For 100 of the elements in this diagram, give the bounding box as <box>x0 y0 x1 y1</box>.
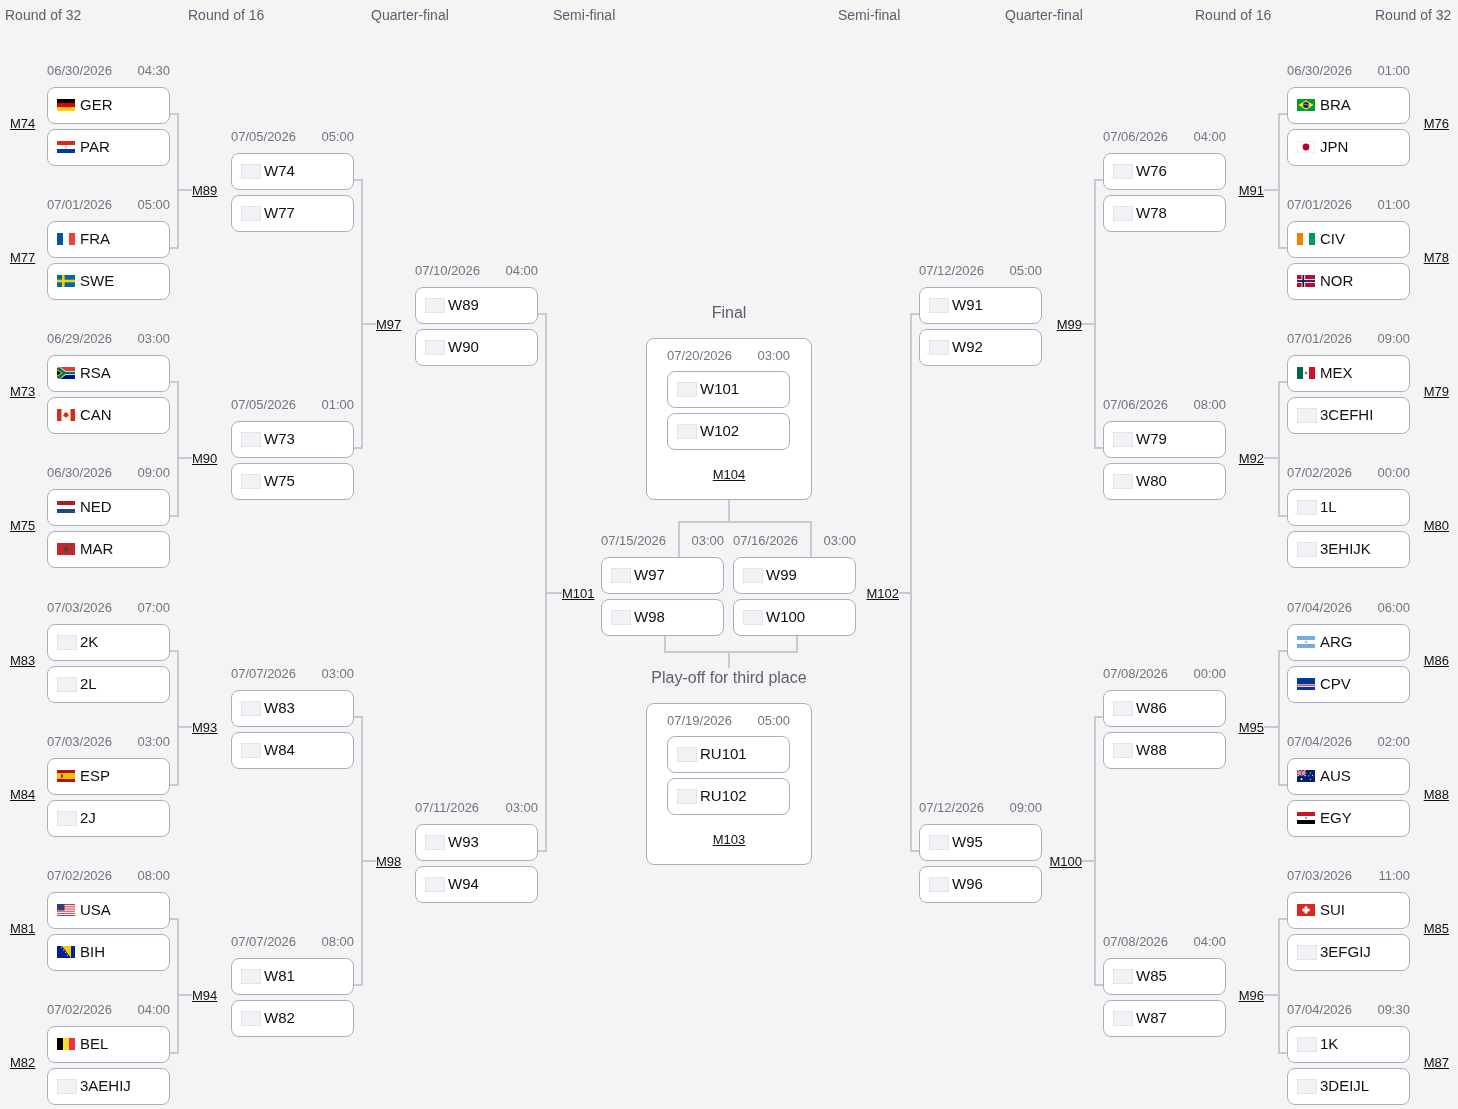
bracket-line <box>728 499 812 558</box>
match-link: M76 <box>1423 115 1449 131</box>
team-slot <box>231 421 354 458</box>
team-label: EGY <box>1320 809 1352 827</box>
team-label: W101 <box>700 380 740 398</box>
match-date: 06/29/2026 <box>47 331 113 347</box>
kickoff-time: 05:00 <box>757 713 790 729</box>
round-heading: Quarter-final <box>1005 6 1083 24</box>
team-slot <box>231 690 354 727</box>
team-label: W90 <box>448 338 479 356</box>
team-label: FRA <box>80 230 110 248</box>
bracket-line <box>1263 457 1288 517</box>
bracket-line <box>169 457 193 517</box>
team-slot <box>667 736 790 773</box>
team-label: RU101 <box>700 745 747 763</box>
team-slot <box>47 221 170 258</box>
match-date: 07/04/2026 <box>1287 1002 1353 1018</box>
team-slot <box>601 599 724 636</box>
team-label: RSA <box>80 364 111 382</box>
kickoff-time: 03:00 <box>691 533 724 549</box>
team-slot <box>1287 624 1410 661</box>
kickoff-time: 08:00 <box>137 868 170 884</box>
team-slot <box>47 263 170 300</box>
team-slot <box>601 557 724 594</box>
match-date: 07/03/2026 <box>1287 868 1353 884</box>
team-slot <box>1103 463 1226 500</box>
team-slot <box>1287 489 1410 526</box>
team-slot <box>667 778 790 815</box>
team-slot <box>47 758 170 795</box>
team-label: W93 <box>448 833 479 851</box>
match-date: 07/03/2026 <box>47 600 113 616</box>
kickoff-time: 05:00 <box>321 129 354 145</box>
match-link: M89 <box>192 182 218 198</box>
kickoff-time: 06:00 <box>1377 600 1410 616</box>
team-slot <box>231 958 354 995</box>
bracket-line <box>1081 323 1104 449</box>
team-slot <box>47 624 170 661</box>
match-date: 06/30/2026 <box>47 63 113 79</box>
team-slot <box>1287 221 1410 258</box>
team-slot <box>415 329 538 366</box>
team-label: 3DEIJL <box>1320 1077 1370 1095</box>
kickoff-time: 04:00 <box>1193 129 1226 145</box>
team-slot <box>415 866 538 903</box>
team-label: CAN <box>80 406 112 424</box>
team-label: CPV <box>1320 675 1351 693</box>
match-date: 07/06/2026 <box>1103 129 1169 145</box>
team-label: AUS <box>1320 767 1351 785</box>
match-link: M99 <box>1056 316 1082 332</box>
match-link: M80 <box>1423 517 1449 533</box>
kickoff-time: 09:30 <box>1377 1002 1410 1018</box>
match-date: 07/04/2026 <box>1287 600 1353 616</box>
team-slot <box>415 287 538 324</box>
bracket-line <box>169 994 193 1054</box>
team-label: 1K <box>1320 1035 1339 1053</box>
team-slot <box>919 866 1042 903</box>
team-slot <box>47 1026 170 1063</box>
round-heading: Quarter-final <box>371 6 449 24</box>
match-date: 07/10/2026 <box>415 263 481 279</box>
match-date: 07/02/2026 <box>47 1002 113 1018</box>
kickoff-time: 03:00 <box>137 734 170 750</box>
team-label: MEX <box>1320 364 1353 382</box>
team-slot <box>1103 421 1226 458</box>
bracket-line <box>353 323 377 449</box>
bracket-line <box>1263 994 1288 1054</box>
match-link: M75 <box>10 517 36 533</box>
team-label: W77 <box>264 204 295 222</box>
match-date: 07/08/2026 <box>1103 934 1169 950</box>
team-label: 1L <box>1320 498 1337 516</box>
team-label: W98 <box>634 608 665 626</box>
team-label: 2J <box>80 809 96 827</box>
match-link: M101 <box>562 585 595 601</box>
team-slot <box>1287 1026 1410 1063</box>
match-link: M91 <box>1238 182 1264 198</box>
team-slot <box>919 824 1042 861</box>
team-slot <box>1287 666 1410 703</box>
match-date: 07/12/2026 <box>919 263 985 279</box>
team-label: 2K <box>80 633 99 651</box>
kickoff-time: 01:00 <box>321 397 354 413</box>
kickoff-time: 09:00 <box>1377 331 1410 347</box>
kickoff-time: 04:00 <box>137 1002 170 1018</box>
kickoff-time: 03:00 <box>823 533 856 549</box>
kickoff-time: 05:00 <box>1009 263 1042 279</box>
team-slot <box>1287 129 1410 166</box>
team-slot <box>1287 87 1410 124</box>
bracket-line <box>1081 860 1104 986</box>
kickoff-time: 03:00 <box>137 331 170 347</box>
match-date: 07/07/2026 <box>231 666 297 682</box>
team-slot <box>1287 1068 1410 1105</box>
match-date: 07/05/2026 <box>231 129 297 145</box>
team-label: GER <box>80 96 113 114</box>
match-link: M78 <box>1423 249 1449 265</box>
match-link: M93 <box>192 719 218 735</box>
team-label: W81 <box>264 967 295 985</box>
team-label: W83 <box>264 699 295 717</box>
match-link: M84 <box>10 786 36 802</box>
team-label: W80 <box>1136 472 1167 490</box>
team-label: USA <box>80 901 111 919</box>
team-slot <box>667 413 790 450</box>
team-label: W85 <box>1136 967 1167 985</box>
bracket-line <box>1263 189 1288 249</box>
